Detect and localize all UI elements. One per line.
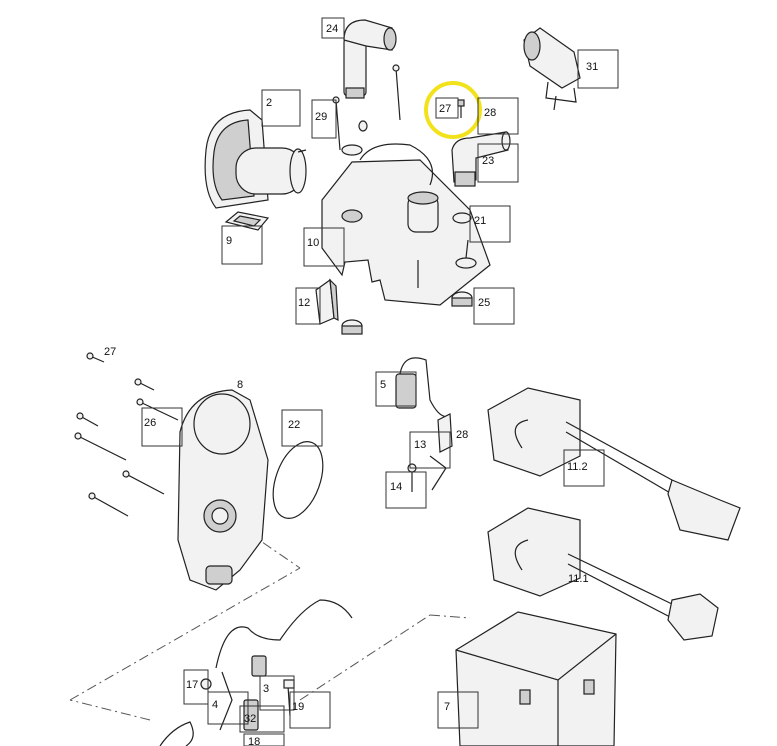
callout-11-1: 11.1 [568, 573, 589, 585]
part-7-control-box [455, 611, 617, 746]
part-25-nuts [341, 291, 473, 335]
callout-29: 29 [311, 99, 337, 139]
callout-label: 22 [288, 419, 300, 431]
callout-label: 13 [414, 439, 426, 451]
part-8-chamber-housing [177, 389, 269, 591]
callout-label: 10 [307, 237, 319, 249]
callout-27-lower: 27 [104, 346, 116, 358]
callout-28-lower: 28 [456, 429, 468, 441]
part-11-1-valve [487, 507, 719, 641]
callout-13: 13 [409, 431, 451, 469]
callout-28: 28 [477, 97, 519, 135]
callout-23: 23 [477, 143, 519, 183]
callout-label: 11.1 [568, 573, 589, 585]
part-10-main-housing [321, 143, 491, 306]
callout-label: 3 [263, 683, 269, 695]
callout-label: 32 [244, 713, 256, 725]
callout-5: 5 [375, 371, 417, 407]
callout-4: 4 [207, 691, 249, 725]
callout-11-2: 11.2 [563, 449, 605, 487]
callout-label: 11.2 [567, 461, 588, 473]
callout-label: 21 [474, 215, 486, 227]
callout-12: 12 [295, 287, 321, 325]
part-27-screw [86, 352, 105, 363]
callout-label: 7 [444, 701, 450, 713]
callout-25: 25 [473, 287, 515, 325]
callout-24: 24 [321, 17, 345, 39]
callout-label: 18 [248, 736, 260, 746]
callout-7: 7 [437, 691, 479, 729]
callout-22: 22 [281, 409, 323, 447]
callout-label: 9 [226, 235, 232, 247]
callout-label: 2 [266, 97, 272, 109]
part-22-o-ring [272, 441, 324, 519]
callout-18: 18 [243, 733, 285, 746]
callout-label: 23 [482, 155, 494, 167]
callout-label: 8 [237, 379, 243, 391]
highlight-circle [424, 81, 482, 139]
callout-label: 4 [212, 699, 218, 711]
part-11-2-valve [487, 387, 741, 541]
part-31-sensor [523, 27, 581, 111]
part-2-blower-housing [204, 109, 307, 209]
callout-label: 19 [292, 701, 304, 713]
callout-label: 28 [484, 107, 496, 119]
callout-label: 28 [456, 429, 468, 441]
callout-label: 24 [326, 23, 338, 35]
part-24-elbow-pipe [343, 19, 397, 99]
callout-label: 5 [380, 379, 386, 391]
callout-14: 14 [385, 471, 427, 509]
callout-label: 27 [439, 103, 451, 115]
callout-8: 8 [237, 379, 243, 391]
callout-label: 17 [186, 679, 198, 691]
callout-27: 27 [435, 97, 459, 119]
callout-label: 29 [315, 111, 327, 123]
callout-2: 2 [261, 89, 301, 127]
callout-label: 14 [390, 481, 402, 493]
callout-label: 31 [586, 61, 598, 73]
callout-3: 3 [259, 675, 295, 711]
callout-21: 21 [469, 205, 511, 243]
callout-label: 27 [104, 346, 116, 358]
callout-label: 25 [478, 297, 490, 309]
callout-label: 26 [144, 417, 156, 429]
callout-10: 10 [303, 227, 345, 267]
callout-9: 9 [221, 225, 263, 265]
callout-32: 32 [239, 705, 285, 733]
callout-26: 26 [141, 407, 183, 447]
callout-17: 17 [183, 669, 209, 705]
callout-label: 12 [298, 297, 310, 309]
callout-19: 19 [289, 691, 331, 729]
part-26-screws [74, 378, 179, 517]
callout-31: 31 [577, 49, 619, 89]
